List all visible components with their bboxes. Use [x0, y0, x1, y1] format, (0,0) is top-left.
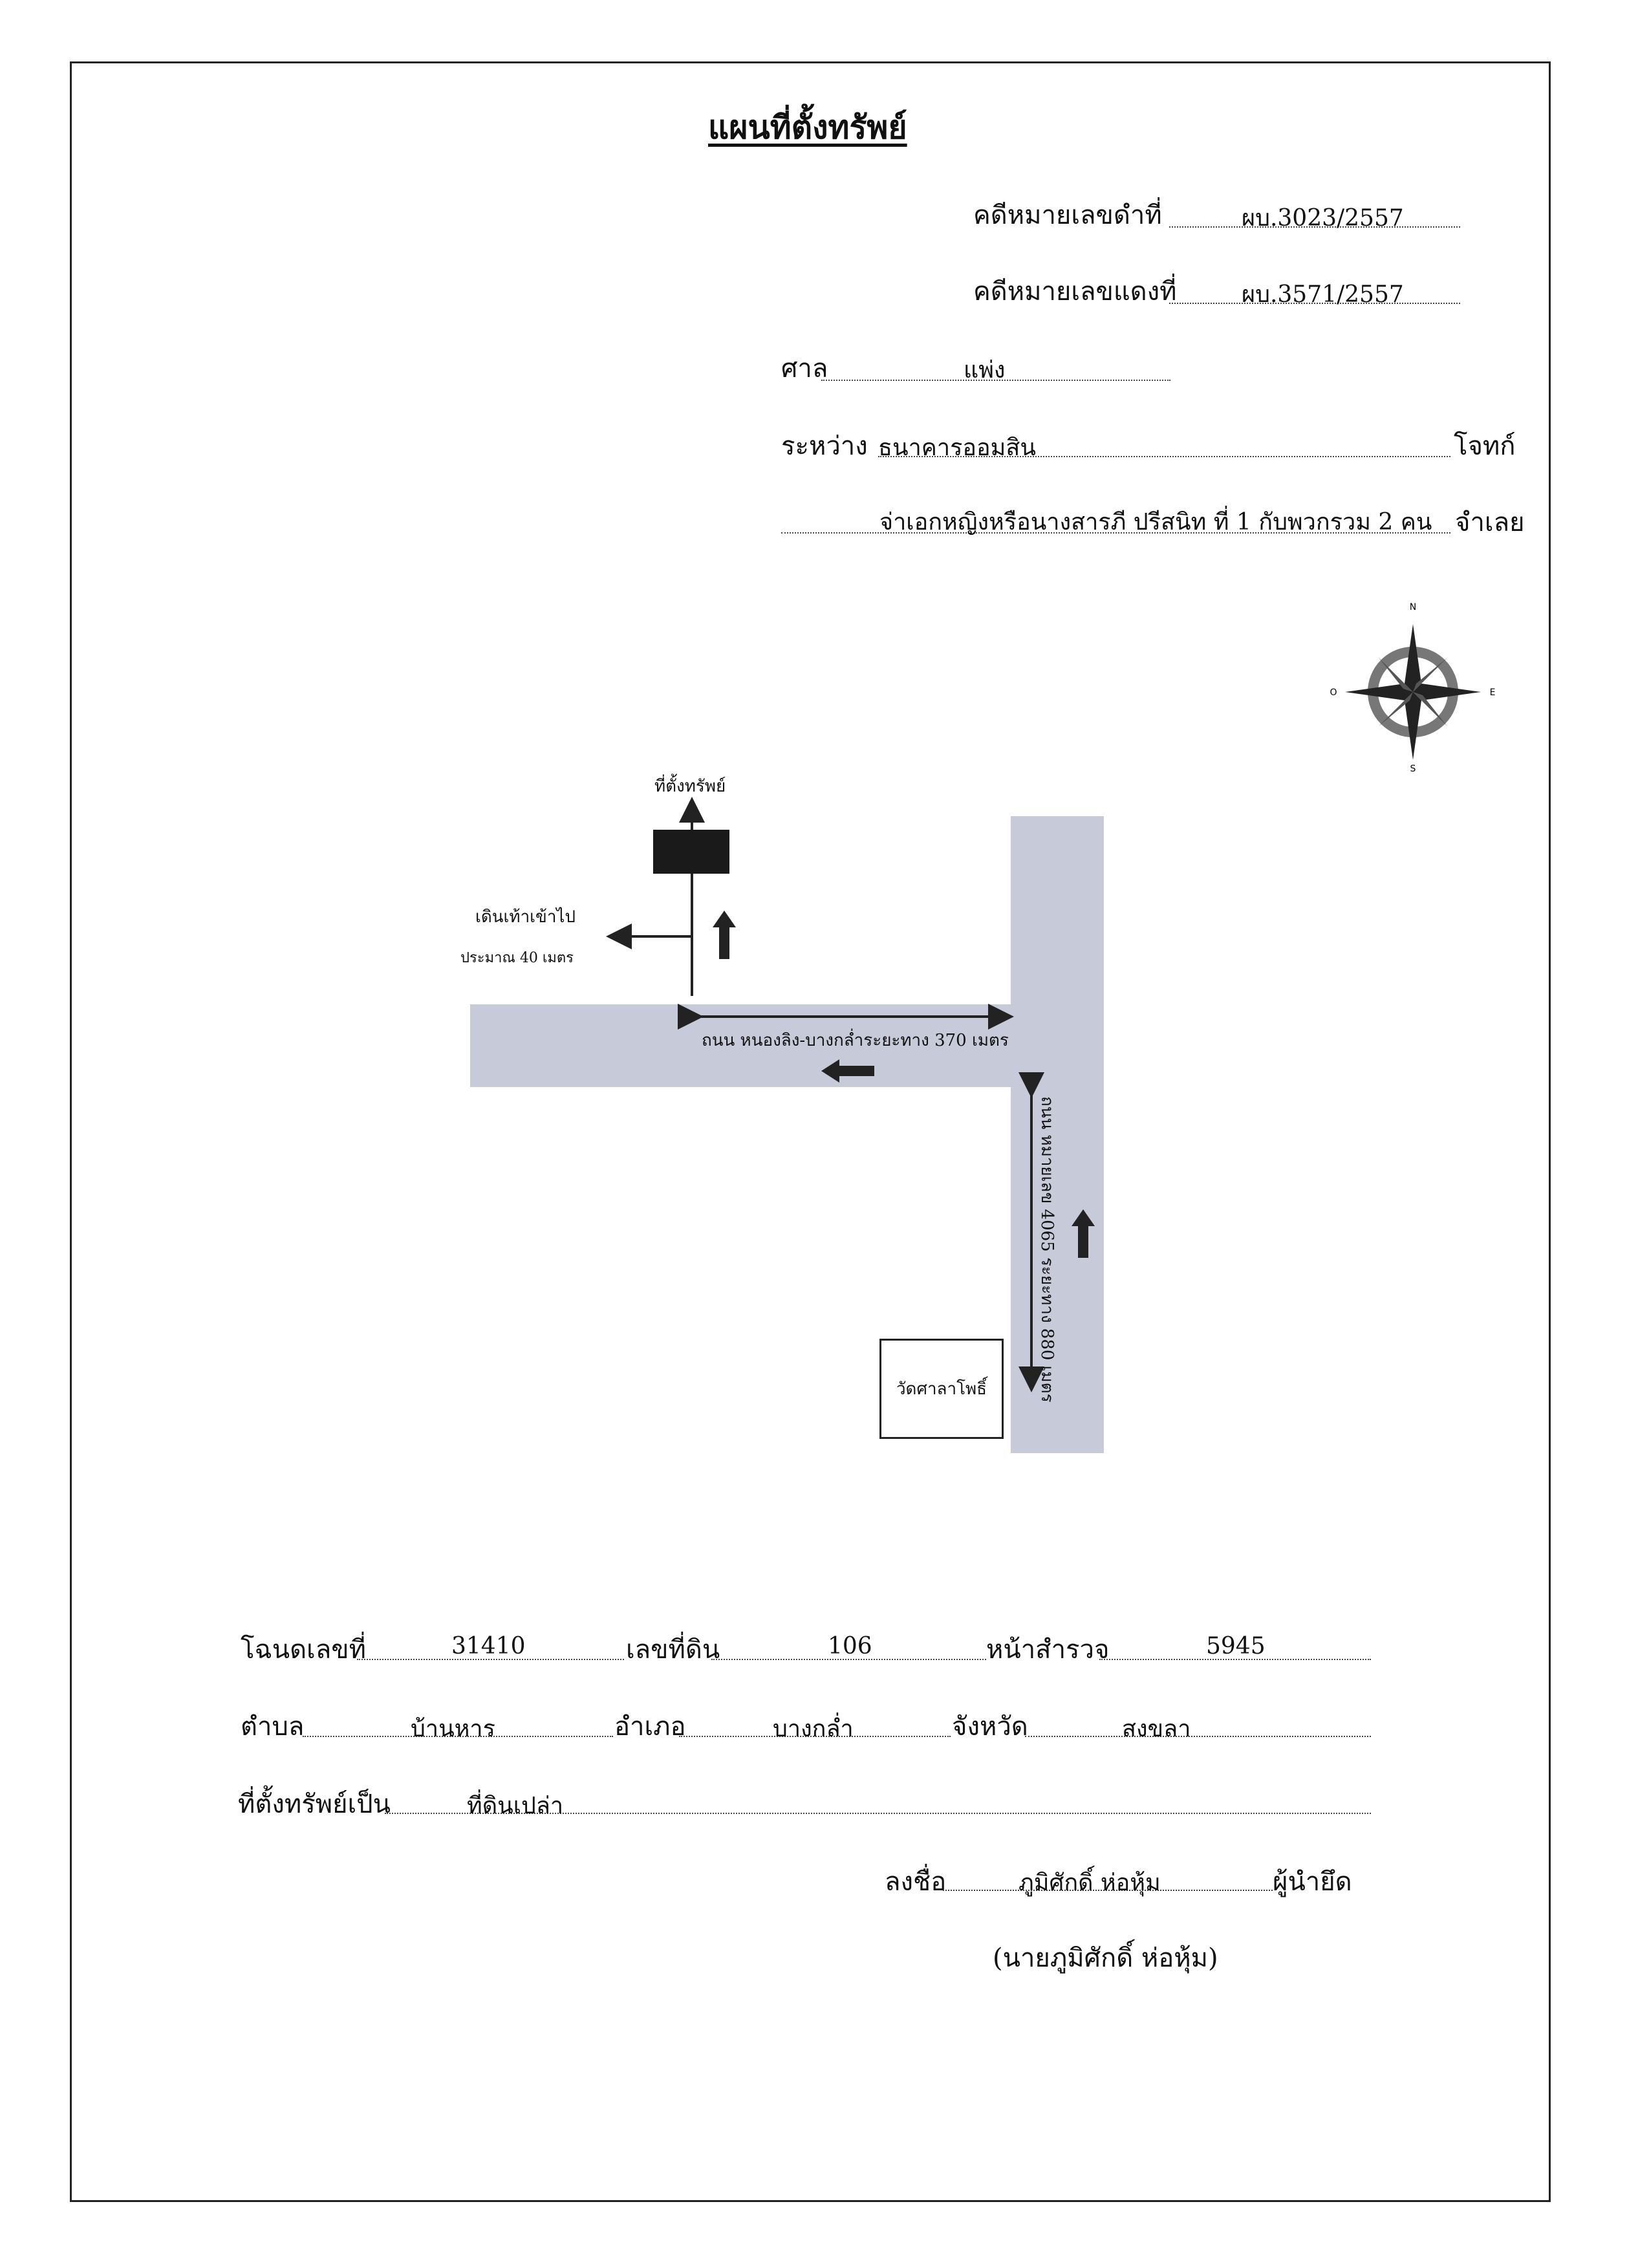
- between-label: ระหว่าง: [781, 431, 868, 461]
- land-no-dotline: [711, 1659, 986, 1660]
- arrow-up-icon: [713, 911, 736, 959]
- signer-role: ผู้นำยึด: [1273, 1867, 1352, 1897]
- plaintiff-role: โจทก์: [1454, 431, 1516, 461]
- land-no-value: 106: [828, 1633, 872, 1659]
- compass-s-label: S: [1410, 764, 1416, 773]
- plaintiff-dotline: [878, 456, 1450, 457]
- defendant-role: จำเลย: [1455, 508, 1525, 537]
- court-dotline: [821, 380, 1170, 381]
- property-type-value: ที่ดินเปล่า: [467, 1793, 564, 1819]
- temple-label: วัดศาลาโพธิ์: [896, 1379, 987, 1399]
- province-dotline: [1025, 1736, 1371, 1737]
- walk-label-line2: ประมาณ 40 เมตร: [460, 950, 574, 966]
- survey-value: 5945: [1206, 1633, 1266, 1659]
- road-vertical-label: ถนน หมายเลข 4065 ระยะทาง 880 เมตร: [1037, 1096, 1057, 1403]
- arrow-left-icon: [821, 1059, 874, 1083]
- compass-e-label: E: [1490, 687, 1496, 698]
- subdistrict-dotline: [303, 1736, 613, 1737]
- signer-name: ภูมิศักดิ์ ห่อหุ้ม: [1018, 1870, 1161, 1896]
- defendant-dotline: [781, 532, 1450, 534]
- district-label: อำเภอ: [614, 1712, 686, 1742]
- deed-dotline: [357, 1659, 624, 1660]
- property-building: [653, 830, 729, 874]
- case-red-dotline: [1169, 303, 1460, 304]
- document-title: แผนที่ตั้งทรัพย์: [708, 108, 907, 146]
- court-label: ศาล: [781, 354, 828, 383]
- sign-label: ลงชื่อ: [885, 1867, 947, 1897]
- defendant-name: จ่าเอกหญิงหรือนางสารภี ปรีสนิท ที่ 1 กับ…: [879, 509, 1432, 535]
- compass-n-label: N: [1410, 602, 1416, 612]
- walk-label-line1: เดินเท้าเข้าไป: [475, 907, 576, 927]
- deed-label: โฉนดเลขที่: [241, 1635, 366, 1665]
- temple-box: วัดศาลาโพธิ์: [879, 1339, 1004, 1439]
- court-value: แพ่ง: [964, 357, 1006, 383]
- compass-rose: N S E O: [1330, 602, 1496, 773]
- case-black-label: คดีหมายเลขดำที่: [973, 200, 1162, 230]
- subdistrict-value: บ้านหาร: [411, 1716, 495, 1742]
- road-horizontal-label: ถนน หนองลิง-บางกล่ำระยะทาง 370 เมตร: [702, 1031, 1009, 1050]
- case-red-value: ผบ.3571/2557: [1242, 281, 1404, 308]
- case-red-label: คดีหมายเลขแดงที่: [973, 277, 1177, 307]
- signer-full-name: (นายภูมิศักดิ์ ห่อหุ้ม): [993, 1943, 1218, 1973]
- arrow-up-icon: [1072, 1209, 1095, 1258]
- case-black-dotline: [1169, 226, 1460, 228]
- district-dotline: [679, 1736, 951, 1737]
- survey-dotline: [1099, 1659, 1371, 1660]
- property-label: ที่ตั้งทรัพย์: [654, 777, 726, 796]
- province-value: สงขลา: [1122, 1716, 1191, 1742]
- sign-dotline: [943, 1890, 1273, 1891]
- land-no-label: เลขที่ดิน: [626, 1635, 720, 1665]
- province-label: จังหวัด: [952, 1712, 1028, 1742]
- case-black-value: ผบ.3023/2557: [1242, 205, 1404, 232]
- subdistrict-label: ตำบล: [241, 1712, 305, 1742]
- deed-value: 31410: [451, 1633, 526, 1659]
- compass-w-label: O: [1330, 687, 1337, 698]
- page-border: [70, 61, 1551, 2202]
- survey-label: หน้าสำรวจ: [986, 1635, 1110, 1665]
- property-type-dotline: [385, 1813, 1371, 1814]
- district-value: บางกล่ำ: [773, 1716, 854, 1742]
- property-type-label: ที่ตั้งทรัพย์เป็น: [238, 1789, 391, 1819]
